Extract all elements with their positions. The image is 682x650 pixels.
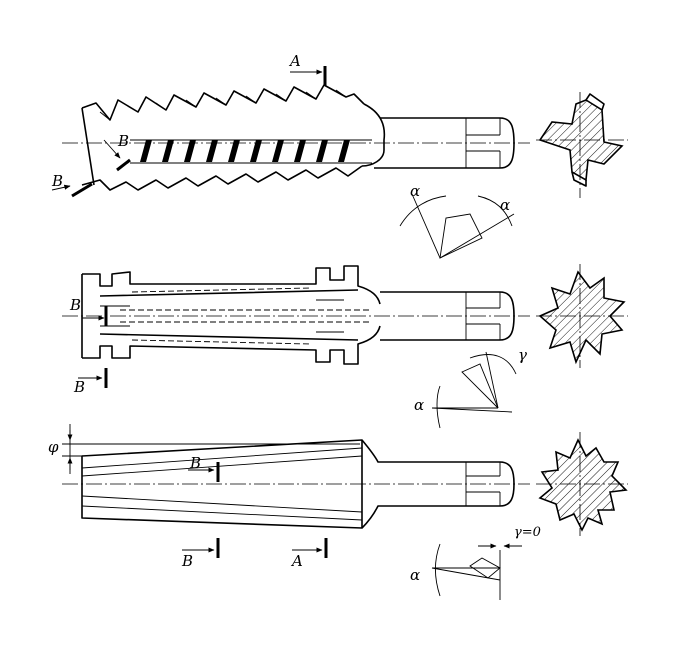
section-b-label-left: B [69,296,81,314]
alpha-label-1: α [410,182,420,200]
section-a-label-top: A [288,52,301,70]
alpha-label-4: α [410,566,420,584]
cross-section-3 [536,432,628,536]
angle-detail-1: α α [399,182,515,259]
section-b-label-bottom-2: B [181,552,193,570]
section-b-label-outer: B [51,172,63,190]
view-2-chipbreaker-reamer: B B [62,265,530,396]
alpha-label-3: α [414,396,424,414]
cross-section-2 [536,264,628,368]
gamma-zero-label: γ=0 [514,525,541,540]
section-b-label-inner-2: B [189,454,201,472]
cross-section-1 [536,92,628,198]
section-b-label-inner: B [117,132,129,150]
angle-detail-2: γ α [414,346,527,429]
section-a-label-bottom: A [290,552,303,570]
angle-detail-3: γ=0 α [410,525,541,600]
alpha-label-2: α [500,196,510,214]
view-3-taper-reamer: φ B B A [48,424,530,570]
section-b-label-bottom: B [73,378,85,396]
view-1-spiral-reamer: A B B [51,52,530,198]
gamma-label-1: γ [518,346,527,364]
phi-label: φ [48,438,59,456]
